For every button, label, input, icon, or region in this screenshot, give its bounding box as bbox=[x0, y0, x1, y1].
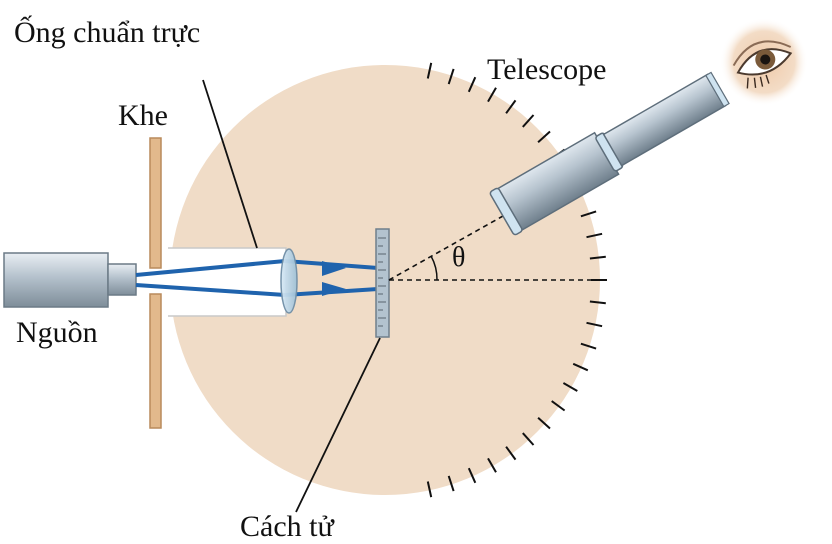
scale-tick bbox=[572, 362, 589, 372]
scale-tick bbox=[426, 62, 433, 79]
source-label: Nguồn bbox=[16, 316, 98, 349]
lens-icon bbox=[280, 248, 298, 314]
scale-tick bbox=[586, 232, 603, 239]
scale-tick bbox=[522, 114, 535, 128]
telescope-label: Telescope bbox=[487, 53, 607, 86]
collimator-tube bbox=[168, 247, 287, 317]
collimator-label: Ống chuẩn trực bbox=[14, 16, 201, 49]
diffracted-ray bbox=[388, 215, 504, 281]
scale-tick bbox=[447, 68, 455, 85]
scale-tick bbox=[447, 475, 455, 492]
scale-tick bbox=[551, 400, 566, 412]
scale-tick bbox=[562, 382, 578, 392]
scale-tick bbox=[589, 255, 606, 260]
scale-tick bbox=[505, 446, 517, 461]
slit-plate-top bbox=[149, 137, 162, 269]
scale-tick bbox=[537, 417, 551, 430]
scale-tick bbox=[467, 76, 477, 93]
scale-tick bbox=[537, 130, 551, 143]
slit-plate-bottom bbox=[149, 293, 162, 429]
grating-leader-line bbox=[295, 337, 381, 513]
telescope bbox=[489, 71, 730, 236]
angle-theta-label: θ bbox=[452, 242, 466, 273]
scale-tick bbox=[586, 321, 603, 328]
scale-tick bbox=[487, 457, 497, 473]
scale-tick bbox=[522, 432, 535, 446]
slit-label: Khe bbox=[118, 99, 168, 132]
light-source bbox=[3, 252, 137, 308]
scale-tick bbox=[589, 300, 606, 305]
scale-tick bbox=[580, 342, 597, 350]
arrow-icon bbox=[322, 282, 346, 296]
scale-tick bbox=[487, 87, 497, 103]
scale-tick bbox=[426, 481, 433, 498]
diffraction-grating bbox=[375, 228, 390, 338]
scale-tick bbox=[505, 99, 517, 114]
grating-label: Cách tử bbox=[240, 510, 334, 543]
collimator-leader-line bbox=[202, 79, 258, 249]
angle-arc bbox=[430, 255, 438, 281]
scale-tick bbox=[580, 210, 597, 218]
scale-tick bbox=[467, 467, 477, 484]
arrow-icon bbox=[322, 261, 346, 276]
eye-icon bbox=[720, 18, 808, 106]
